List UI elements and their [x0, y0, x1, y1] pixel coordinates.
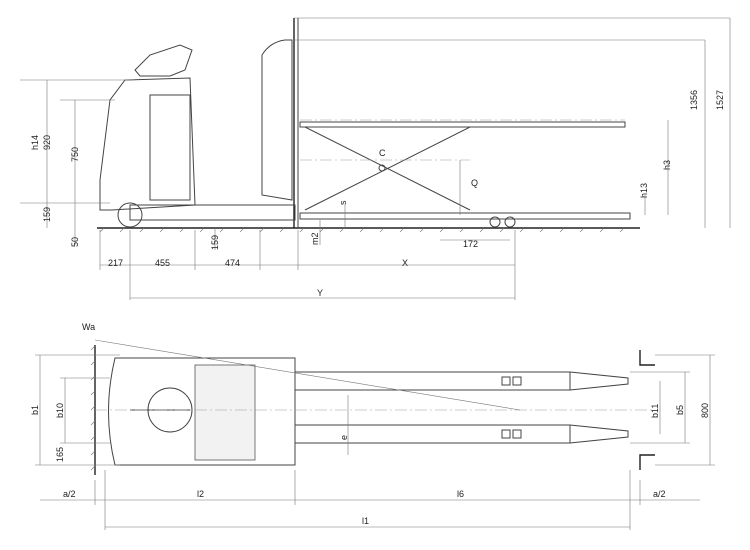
label-l1: l1: [362, 516, 369, 526]
fork-right-tip: [569, 424, 629, 444]
label-b10: b10: [55, 403, 65, 418]
label-159-left: 159: [42, 207, 52, 222]
label-b11: b11: [650, 404, 660, 418]
label-920: 920: [42, 135, 52, 150]
label-X: X: [402, 258, 408, 268]
operator-console: [134, 44, 193, 77]
fork-right: [294, 424, 571, 444]
label-a2-right: a/2: [653, 489, 666, 499]
top-view: Wa b1 b10 165 e b11 b5 800 a/2 l2 l6 a/2…: [30, 322, 715, 530]
fork-left: [294, 371, 571, 391]
label-159-bottom: 159: [210, 235, 220, 250]
label-50: 50: [70, 237, 80, 247]
chassis: [129, 204, 296, 221]
label-455: 455: [155, 258, 170, 268]
label-172: 172: [463, 239, 478, 249]
turning-line: [94, 339, 521, 411]
battery-compartment: [149, 94, 191, 201]
battery-cover: [194, 364, 256, 461]
label-s: s: [338, 200, 348, 205]
side-view: h14 920 750 159 50 159 m2 s C Q h3 h13 1…: [20, 17, 731, 300]
label-h13: h13: [639, 183, 649, 198]
label-1527: 1527: [715, 90, 725, 110]
drive-wheel: [117, 202, 143, 228]
label-750: 750: [70, 147, 80, 162]
dimension-lines: [20, 18, 731, 300]
label-165: 165: [55, 447, 65, 462]
load-center-mark: [378, 164, 386, 172]
load-roller-3: [501, 429, 511, 439]
label-Wa: Wa: [82, 322, 95, 332]
label-Q: Q: [471, 178, 478, 188]
label-l6: l6: [457, 489, 464, 499]
label-b1: b1: [30, 405, 40, 415]
label-217: 217: [108, 258, 123, 268]
right-wall: [639, 350, 655, 470]
load-roller-4: [512, 429, 522, 439]
label-a2-left: a/2: [63, 489, 76, 499]
dimension-lines-top: [35, 354, 715, 530]
truck-body-top: [108, 357, 296, 466]
lowered-fork: [299, 212, 631, 220]
load-roller-2: [512, 376, 522, 386]
label-m2: m2: [310, 232, 320, 245]
ground-hatch: [99, 227, 625, 233]
label-l2: l2: [197, 489, 204, 499]
load-wheel-2: [504, 216, 516, 228]
truck-body: [99, 77, 196, 211]
label-1356: 1356: [689, 90, 699, 110]
load-roller-1: [501, 376, 511, 386]
label-C: C: [379, 148, 386, 158]
label-h14: h14: [30, 135, 40, 150]
fork-left-tip: [569, 371, 629, 391]
label-800: 800: [700, 403, 710, 418]
label-e: e: [339, 435, 349, 440]
label-474: 474: [225, 258, 240, 268]
load-wheel-1: [489, 216, 501, 228]
backrest: [261, 39, 293, 201]
label-Y: Y: [317, 288, 323, 298]
label-b5: b5: [675, 405, 685, 415]
raised-fork: [299, 121, 626, 128]
scissor-lift: [304, 126, 471, 211]
label-h3: h3: [662, 160, 672, 170]
